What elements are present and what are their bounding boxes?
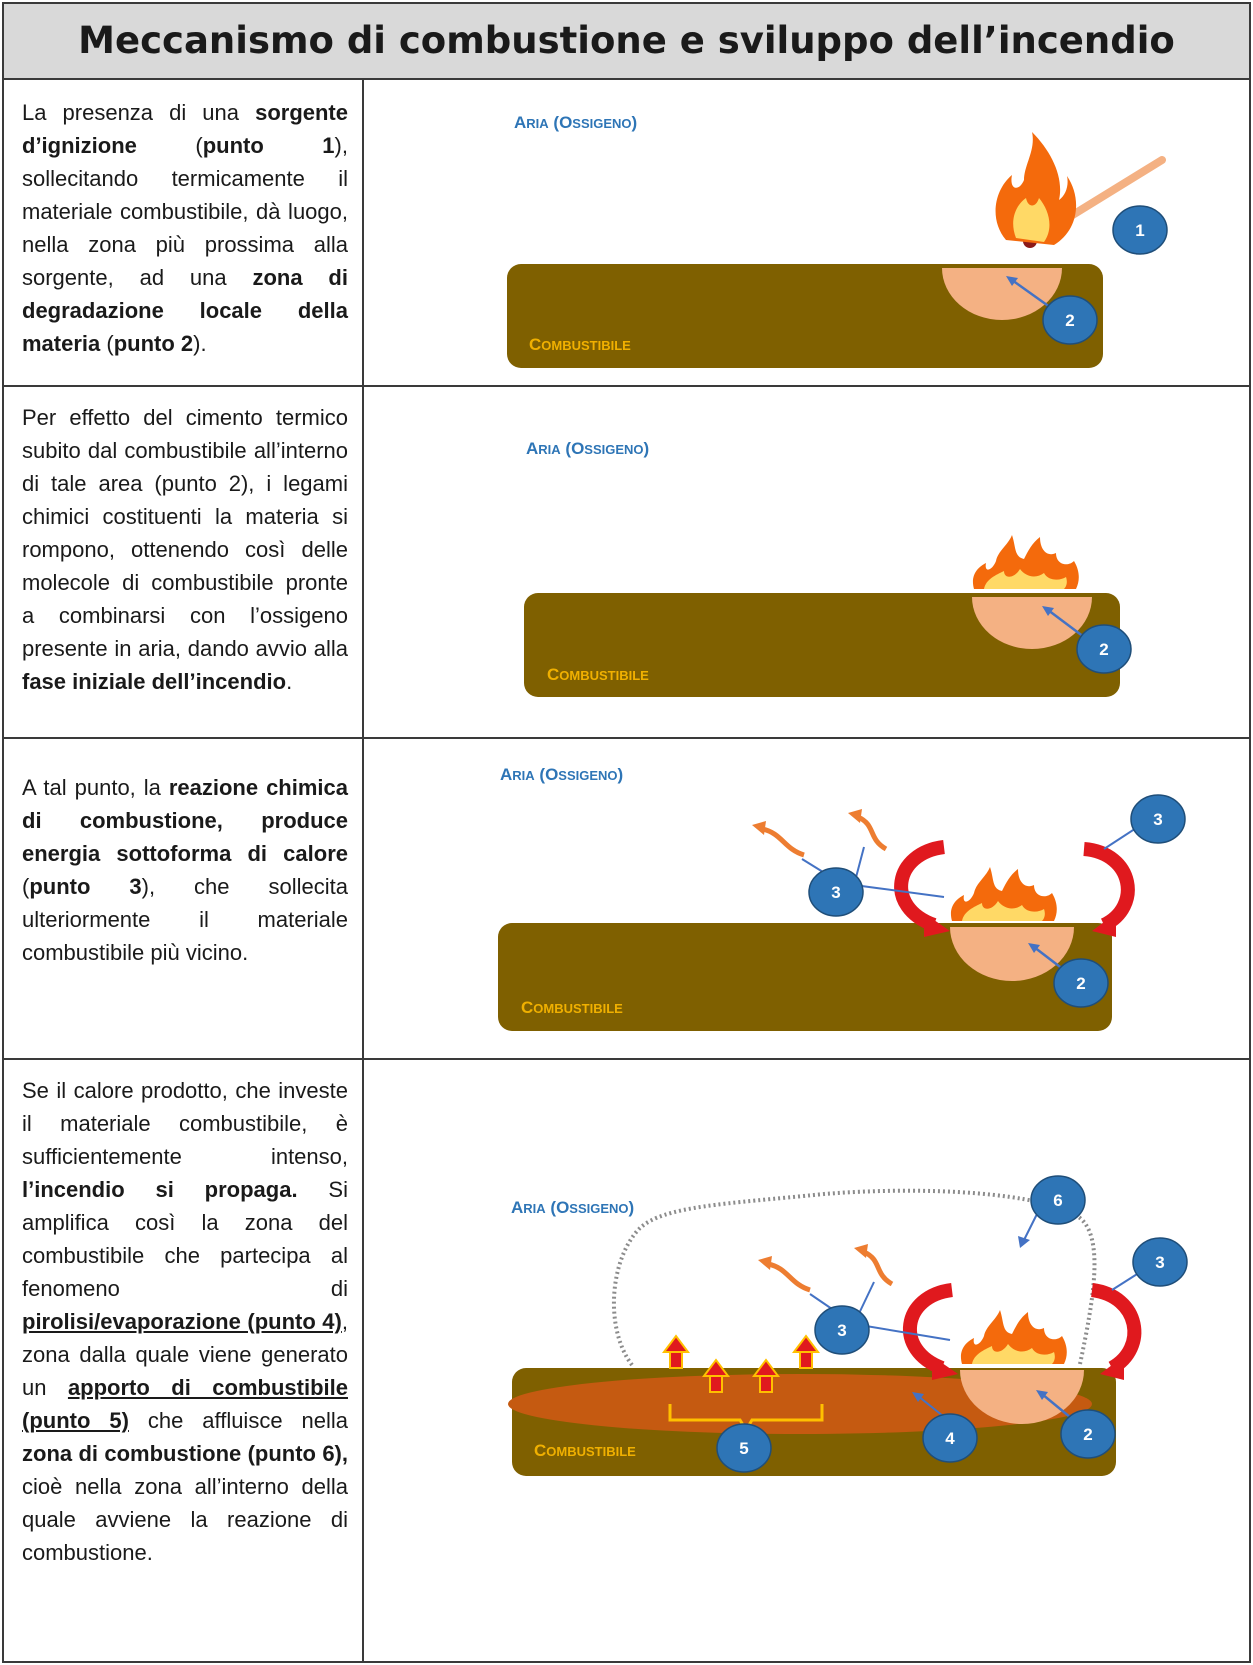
text-segment: zona di degradazione locale della materi… [22, 265, 348, 356]
row-2-text: Per effetto del cimento termico subito d… [4, 385, 364, 737]
degradation-zone [960, 1370, 1084, 1424]
smoke-arrow-2 [854, 1244, 894, 1287]
row-4-text: Se il calore prodotto, che investe il ma… [4, 1058, 364, 1661]
text-segment: Si amplifica così la zona del combustibi… [22, 1177, 348, 1301]
text-segment: , zona dalla quale viene generato un [22, 1309, 348, 1400]
svg-text:4: 4 [945, 1429, 955, 1448]
text-segment: sorgente d’ignizione [22, 100, 348, 158]
flame-icon [950, 867, 1057, 921]
row-1-text: La presenza di una sorgente d’ignizione … [4, 80, 364, 385]
smoke-arrow-1 [758, 1256, 811, 1293]
badge-4: 4 [922, 1413, 978, 1463]
heat-arrow-left [902, 1283, 958, 1380]
badge-3-right: 3 [1130, 794, 1186, 844]
badge-3-left: 3 [814, 1305, 870, 1355]
text-segment: pirolisi/evaporazione (punto 4) [22, 1309, 342, 1334]
fuel-label: COMBUSTIBILE [534, 1441, 636, 1460]
heat-arrow-right [1083, 842, 1135, 937]
row-3: A tal punto, la reazione chimica di comb… [4, 737, 1249, 1060]
degradation-zone [972, 597, 1092, 649]
match-icon [995, 132, 1166, 248]
badge-2: 2 [1060, 1409, 1116, 1459]
badge-5: 5 [716, 1423, 772, 1473]
svg-text:3: 3 [837, 1321, 846, 1340]
degradation-zone [950, 927, 1074, 981]
svg-text:2: 2 [1065, 311, 1074, 330]
text-segment: Se il calore prodotto, che investe il ma… [22, 1078, 348, 1169]
svg-text:3: 3 [1155, 1253, 1164, 1272]
combustion-zone [611, 1188, 1097, 1367]
supply-arrow-4 [792, 1334, 820, 1369]
fuel-label: COMBUSTIBILE [529, 335, 631, 354]
row-2-figure: ARIA (OSSIGENO) COMBUSTIBILE 2 [364, 385, 1249, 737]
badge-2: 2 [1042, 295, 1098, 345]
text-segment: punto 2 [113, 331, 194, 356]
row-4: Se il calore prodotto, che investe il ma… [4, 1058, 1249, 1661]
row-2: Per effetto del cimento termico subito d… [4, 385, 1249, 739]
flame-icon [960, 1310, 1067, 1364]
text-segment: fase iniziale dell’incendio [22, 669, 287, 694]
text-segment: . [286, 669, 293, 694]
heat-arrow-right [1090, 1283, 1142, 1380]
text-segment: ( [136, 133, 203, 158]
air-label: ARIA (OSSIGENO) [511, 1198, 634, 1217]
pointer-2 [1011, 278, 1055, 312]
text-segment: zona di combustione (punto 6), [22, 1441, 348, 1466]
heat-arrow-left [894, 840, 950, 937]
svg-text:2: 2 [1083, 1425, 1092, 1444]
air-label: ARIA (OSSIGENO) [514, 113, 637, 132]
text-segment: ), sollecitando termicamente il material… [22, 133, 348, 290]
text-segment: ( [22, 874, 30, 899]
svg-text:2: 2 [1099, 640, 1108, 659]
badge-3-right: 3 [1132, 1237, 1188, 1287]
text-segment: ( [100, 331, 114, 356]
air-label: ARIA (OSSIGENO) [526, 439, 649, 458]
row-4-figure: ARIA (OSSIGENO) COMBUSTIBILE [364, 1058, 1249, 1661]
badge-2: 2 [1053, 958, 1109, 1008]
supply-arrow-2 [702, 1358, 730, 1393]
fuel-block [524, 593, 1120, 697]
text-segment: La presenza di una [22, 100, 256, 125]
supply-arrow-1 [662, 1334, 690, 1369]
svg-text:1: 1 [1135, 221, 1144, 240]
row-3-figure: ARIA (OSSIGENO) COMBUSTIBILE [364, 737, 1249, 1058]
supply-arrow-3 [752, 1358, 780, 1393]
text-segment: punto 3 [29, 874, 142, 899]
text-segment: punto 1 [202, 133, 335, 158]
smoke-arrow-1 [752, 821, 805, 858]
badge-6: 6 [1030, 1175, 1086, 1225]
text-segment: reazione chimica di combustione, produce… [22, 775, 348, 866]
badge-1: 1 [1112, 205, 1168, 255]
air-label: ARIA (OSSIGENO) [500, 765, 623, 784]
svg-text:3: 3 [1153, 810, 1162, 829]
text-segment: cioè nella zona all’interno della quale … [22, 1474, 348, 1565]
svg-text:2: 2 [1076, 974, 1085, 993]
text-segment: apporto di combustibile (punto 5) [22, 1375, 348, 1433]
pointer-3-c [853, 884, 945, 898]
flame-icon [972, 535, 1079, 589]
text-segment: Per effetto del cimento termico subito d… [22, 405, 348, 661]
row-1-figure: ARIA (OSSIGENO) COMBUSTIBILE [364, 80, 1249, 385]
row-1: La presenza di una sorgente d’ignizione … [4, 80, 1249, 387]
badge-2: 2 [1076, 624, 1132, 674]
svg-text:5: 5 [739, 1439, 748, 1458]
svg-text:3: 3 [831, 883, 840, 902]
text-segment: A tal punto, la [22, 775, 169, 800]
badge-3-left: 3 [808, 867, 864, 917]
svg-text:6: 6 [1053, 1191, 1062, 1210]
text-segment: ), che sollecita ulteriormente il materi… [22, 874, 348, 965]
fuel-label: COMBUSTIBILE [521, 998, 623, 1017]
text-segment: ). [193, 331, 207, 356]
fuel-label: COMBUSTIBILE [547, 665, 649, 684]
degradation-zone [942, 268, 1062, 320]
row-3-text: A tal punto, la reazione chimica di comb… [4, 737, 364, 1058]
pointer-3-c [853, 1323, 951, 1341]
text-segment: che affluisce nella [128, 1408, 348, 1433]
smoke-arrow-2 [848, 809, 888, 852]
page-title: Meccanismo di combustione e sviluppo del… [4, 4, 1249, 80]
text-segment: l’incendio si propaga. [22, 1177, 298, 1202]
